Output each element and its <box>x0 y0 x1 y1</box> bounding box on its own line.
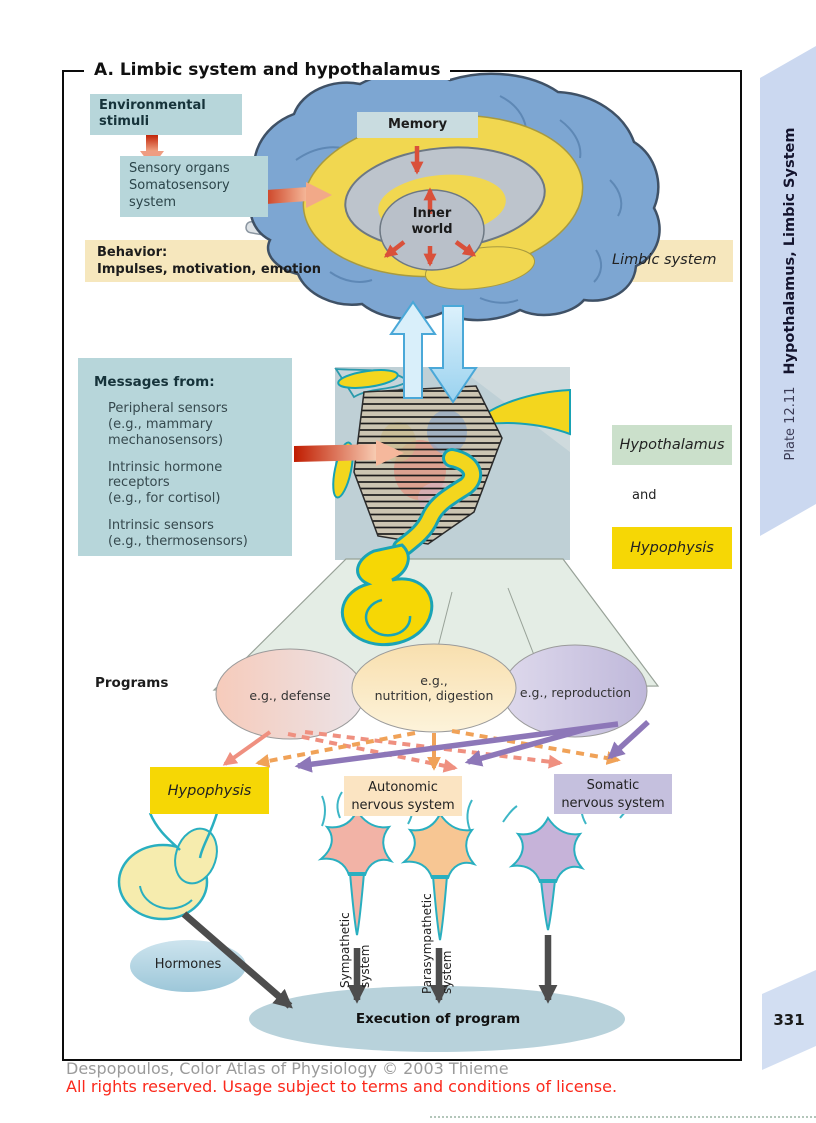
somatic-nervous-system-box: Somatic nervous system <box>554 774 672 814</box>
limbic-system-label: Limbic system <box>612 252 717 268</box>
page-number: 331 <box>773 1011 805 1029</box>
nutrition-ellipse <box>351 643 517 733</box>
environmental-stimuli-box: Environmental stimuli <box>90 94 242 135</box>
pituitary-gland <box>340 543 434 647</box>
footer-credit: Despopoulos, Color Atlas of Physiology ©… <box>66 1059 509 1078</box>
input-arrows <box>140 134 404 466</box>
memory-box: Memory <box>357 112 478 138</box>
somatic-neuron <box>508 816 586 931</box>
sensory-organs-box: Sensory organs Somatosensory system <box>120 156 268 217</box>
defense-ellipse-label: e.g., defense <box>249 688 331 703</box>
messages-item-intrinsic-sensors: Intrinsic sensors (e.g., thermosensors) <box>108 518 248 550</box>
programs-label: Programs <box>95 675 169 691</box>
parasympathetic-system-label: Parasympathetic system <box>420 893 454 994</box>
sympathetic-system-label: Sympathetic system <box>338 912 372 988</box>
sympathetic-neuron <box>317 809 395 936</box>
brain-hypothalamus-arrows <box>389 300 478 404</box>
messages-title: Messages from: <box>94 374 215 390</box>
messages-item-peripheral: Peripheral sensors (e.g., mammary mechan… <box>108 401 228 448</box>
hormones-label: Hormones <box>154 957 222 972</box>
bottom-dotted-rule <box>430 1116 816 1118</box>
messages-item-hormone-receptors: Intrinsic hormone receptors (e.g., for c… <box>108 459 223 507</box>
hypothalamus-label-box: Hypothalamus <box>612 425 732 465</box>
hormones-ellipse <box>130 940 246 992</box>
arrow-down <box>428 305 478 404</box>
parasympathetic-neuron <box>400 812 478 941</box>
hypophysis-output-box: Hypophysis <box>150 767 269 814</box>
execution-of-program-label: Execution of program <box>355 1011 521 1027</box>
inner-world-label: Inner world <box>411 206 453 237</box>
execution-ellipse <box>249 986 625 1052</box>
final-output-arrows <box>181 911 558 1009</box>
sidebar-plate-number: Plate 12.11 <box>782 386 798 461</box>
behavior-label: Behavior: Impulses, motivation, emotion <box>97 245 322 277</box>
sidebar-strip <box>760 46 816 536</box>
sidebar-chapter-title: Hypothalamus, Limbic System <box>782 127 798 375</box>
limbic-flow-arrows <box>383 146 477 267</box>
program-ellipses <box>215 643 648 740</box>
arrow-up <box>389 300 437 399</box>
and-label: and <box>632 488 657 503</box>
reproduction-ellipse-label: e.g., reproduction <box>519 685 632 700</box>
footer-license: All rights reserved. Usage subject to te… <box>66 1077 618 1096</box>
program-output-arrows <box>222 719 650 773</box>
nutrition-ellipse-label: e.g., nutrition, digestion <box>374 673 494 703</box>
brain-illustration <box>245 70 661 322</box>
autonomic-nervous-system-box: Autonomic nervous system <box>344 776 462 816</box>
hypophysis-output-gland <box>117 812 219 921</box>
figure-title: A. Limbic system and hypothalamus <box>84 60 451 80</box>
messages-from-box: Messages from: Peripheral sensors (e.g.,… <box>78 358 292 556</box>
hypophysis-label-box: Hypophysis <box>612 527 732 569</box>
sidebar-caption: Plate 12.11 Hypothalamus, Limbic System <box>778 74 802 514</box>
